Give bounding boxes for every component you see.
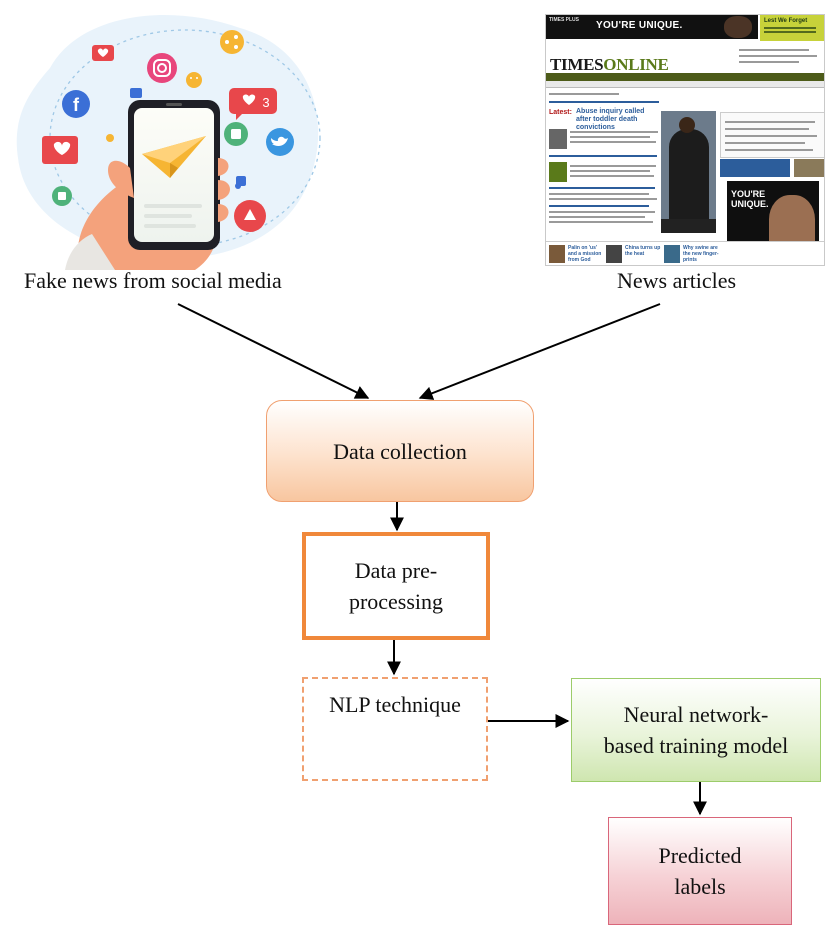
text-line	[549, 193, 649, 195]
masthead-main: TIMES	[550, 55, 604, 74]
notification-count: 3	[262, 95, 269, 110]
preprocessing-box: Data pre- processing	[302, 532, 490, 640]
sleeve	[65, 234, 115, 270]
preprocessing-label: Data pre- processing	[349, 555, 443, 617]
preprocessing-line-1: Data pre-	[354, 558, 438, 583]
teaser-image	[549, 245, 565, 263]
social-media-illustration: f 3	[16, 15, 321, 270]
text-line	[549, 155, 657, 157]
side-ad-lines	[764, 27, 816, 29]
data-collection-box: Data collection	[266, 400, 534, 502]
text-line	[549, 93, 619, 95]
text-line	[549, 221, 653, 223]
nlp-technique-label: NLP technique	[329, 692, 461, 717]
smile-icon	[186, 72, 202, 88]
nlp-technique-box: NLP technique	[302, 677, 488, 781]
phone	[128, 100, 220, 250]
thumbnail-image	[549, 129, 567, 149]
teaser-image	[606, 245, 622, 263]
arrow-news-to-collection	[418, 303, 661, 400]
predicted-labels-box: Predicted labels	[608, 817, 792, 925]
promo-image	[794, 159, 824, 177]
youtube-icon	[234, 200, 266, 232]
latest-headline: Abuse inquiry called after toddler death…	[576, 108, 645, 131]
like-icon	[130, 88, 142, 98]
text-line	[549, 216, 645, 218]
text-line	[739, 49, 809, 51]
ad-face-image	[769, 195, 815, 249]
side-banner-line-1: YOU'RE	[731, 189, 766, 199]
text-line	[549, 187, 655, 189]
svg-text:f: f	[73, 95, 80, 115]
teaser-1: Palin on 'us' and a mission from God	[568, 245, 602, 263]
masthead-accent: ONLINE	[603, 55, 669, 74]
promo-box	[720, 159, 790, 177]
training-model-label: Neural network- based training model	[604, 699, 789, 761]
predicted-labels-line-2: labels	[674, 874, 726, 899]
photo-caption	[661, 219, 716, 233]
notification-badge: 3	[229, 88, 277, 120]
fingers	[218, 158, 230, 222]
predicted-labels-label: Predicted labels	[658, 840, 741, 902]
social-media-caption: Fake news from social media	[24, 268, 282, 293]
heart-icon	[42, 136, 78, 164]
paper-plane-icon	[142, 136, 206, 178]
ad-brand: TIMES PLUS	[549, 17, 580, 23]
text-line	[549, 101, 659, 103]
text-line	[570, 175, 654, 177]
sub-nav-bar	[546, 81, 824, 88]
thumbnail-image	[549, 162, 567, 182]
training-model-line-1: Neural network-	[623, 702, 769, 727]
nav-bar	[546, 73, 824, 81]
like-icon	[224, 122, 248, 146]
teaser-image	[664, 245, 680, 263]
latest-label: Latest:	[549, 109, 572, 116]
predicted-labels-line-1: Predicted	[658, 843, 742, 868]
preprocessing-line-2: processing	[348, 589, 444, 614]
text-line	[570, 131, 658, 133]
instagram-icon	[147, 53, 177, 83]
text-line	[570, 165, 656, 167]
facebook-icon: f	[62, 90, 90, 118]
text-line	[549, 198, 657, 200]
text-line	[739, 61, 799, 63]
dot	[106, 134, 114, 142]
masthead: TIMESONLINE	[550, 55, 669, 75]
data-collection-label: Data collection	[333, 438, 467, 464]
like-icon	[52, 186, 72, 206]
text-line	[549, 211, 655, 213]
arrow-social-to-collection	[177, 303, 370, 399]
most-read-box	[720, 112, 824, 158]
training-model-line-2: based training model	[603, 733, 789, 758]
ad-text: YOU'RE UNIQUE.	[596, 20, 683, 31]
banner-ad: TIMES PLUS YOU'RE UNIQUE.	[546, 15, 758, 39]
training-model-box: Neural network- based training model	[571, 678, 821, 782]
text-line	[549, 205, 649, 207]
teaser-2: China turns up the heat	[625, 245, 661, 257]
text-line	[570, 141, 656, 143]
teaser-3: Why swine are the new finger-prints	[683, 245, 719, 263]
side-banner-line-2: UNIQUE.	[731, 199, 769, 209]
news-article-screenshot: TIMES PLUS YOU'RE UNIQUE. Lest We Forget…	[545, 14, 825, 266]
share-icon	[220, 30, 244, 54]
bottom-teasers: Palin on 'us' and a mission from God Chi…	[546, 241, 824, 265]
twitter-icon	[266, 128, 294, 156]
news-articles-caption: News articles	[617, 268, 737, 293]
side-ad-text: Lest We Forget	[764, 18, 808, 24]
news-photo	[661, 111, 716, 233]
thumb	[108, 160, 134, 198]
ad-face-image	[724, 16, 752, 38]
heart-icon	[92, 45, 114, 61]
text-line	[570, 170, 650, 172]
dot	[235, 183, 241, 189]
text-line	[739, 55, 817, 57]
side-ad: Lest We Forget	[760, 15, 824, 41]
text-line	[570, 136, 650, 138]
